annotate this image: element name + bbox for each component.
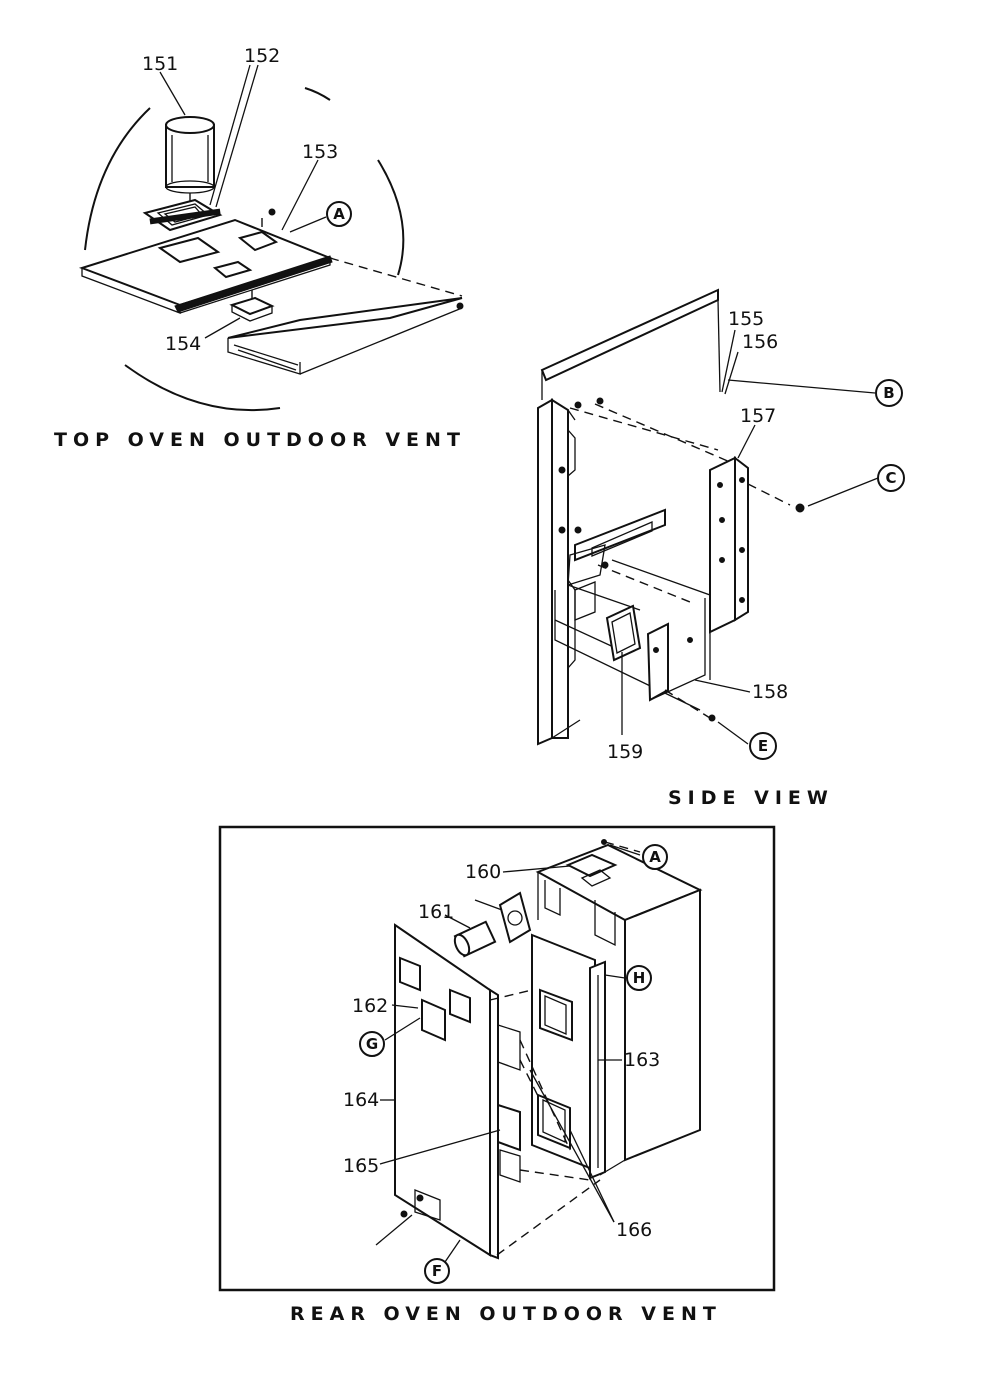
callout-a-top: A bbox=[333, 205, 345, 223]
leader-154 bbox=[204, 317, 241, 339]
top-oven-vent-assembly: 151 152 153 154 A TOP OVEN OUTDOOR VENT bbox=[54, 45, 466, 451]
side-view-assembly: 155 156 157 158 159 B C E SIDE VIEW bbox=[537, 288, 905, 809]
label-164: 164 bbox=[343, 1089, 379, 1111]
leader-156 bbox=[724, 351, 739, 395]
frame-arc-right bbox=[377, 159, 405, 276]
title-rear-oven-outdoor-vent: REAR OVEN OUTDOOR VENT bbox=[290, 1303, 722, 1325]
screw-e bbox=[708, 714, 716, 722]
rear-panel-164 bbox=[394, 923, 499, 1260]
callout-e: E bbox=[758, 737, 768, 755]
vent-bracket bbox=[554, 508, 711, 711]
callout-h: H bbox=[633, 969, 646, 987]
leader-callout-h bbox=[604, 974, 626, 979]
channel-163 bbox=[589, 960, 606, 1180]
leader-152b bbox=[215, 64, 259, 208]
callout-c: C bbox=[885, 469, 896, 487]
leader-158 bbox=[694, 679, 751, 693]
leader-157 bbox=[737, 424, 756, 459]
callout-g-circle bbox=[359, 1031, 385, 1057]
damper-plate-159 bbox=[605, 604, 642, 662]
leader-160 bbox=[502, 865, 571, 873]
leader-161 bbox=[444, 914, 471, 929]
leader-callout-a-top bbox=[289, 216, 327, 233]
lower-vent-plate bbox=[227, 257, 464, 375]
leader-166a bbox=[529, 1069, 615, 1223]
callout-f-circle bbox=[424, 1258, 450, 1284]
label-161: 161 bbox=[418, 901, 454, 923]
leader-151 bbox=[159, 71, 186, 116]
vent-cylinder-151 bbox=[165, 116, 215, 194]
callout-c-circle bbox=[877, 464, 905, 492]
label-160: 160 bbox=[465, 861, 501, 883]
callout-e-circle bbox=[749, 732, 777, 760]
callout-b: B bbox=[883, 384, 894, 402]
leader-arrow-f bbox=[375, 1214, 413, 1246]
leader-155 bbox=[721, 329, 736, 393]
leader-callout-e bbox=[717, 721, 749, 745]
leader-152a bbox=[209, 64, 251, 206]
label-153: 153 bbox=[302, 141, 338, 163]
frame-arc-top bbox=[304, 87, 331, 101]
label-163: 163 bbox=[624, 1049, 660, 1071]
leader-166b bbox=[569, 1129, 615, 1223]
label-166: 166 bbox=[616, 1219, 652, 1241]
callout-b-circle bbox=[875, 379, 903, 407]
side-panel-edge bbox=[717, 299, 721, 393]
label-155: 155 bbox=[728, 308, 764, 330]
damper-160 bbox=[565, 839, 641, 887]
callout-h-circle bbox=[626, 965, 652, 991]
bracket-165 bbox=[497, 1024, 521, 1183]
label-154: 154 bbox=[165, 333, 201, 355]
top-panel-153 bbox=[78, 208, 333, 314]
label-158: 158 bbox=[752, 681, 788, 703]
collar-161 bbox=[453, 920, 497, 958]
leader-callout-b bbox=[727, 379, 876, 394]
vertical-channel bbox=[537, 398, 581, 746]
label-159: 159 bbox=[607, 741, 643, 763]
vent-gasket-152 bbox=[142, 198, 223, 232]
leader-165 bbox=[379, 1129, 501, 1165]
label-151: 151 bbox=[142, 53, 178, 75]
title-top-oven-outdoor-vent: TOP OVEN OUTDOOR VENT bbox=[54, 429, 466, 451]
callout-g: G bbox=[366, 1035, 378, 1053]
bracket-157 bbox=[709, 455, 749, 634]
title-side-view: SIDE VIEW bbox=[668, 787, 834, 809]
frame-arc-bottom bbox=[124, 364, 281, 412]
damper-154 bbox=[229, 290, 275, 322]
label-152: 152 bbox=[244, 45, 280, 67]
callout-a-rear: A bbox=[649, 848, 661, 866]
leader-callout-a-rear bbox=[609, 844, 641, 856]
leader-callout-f bbox=[444, 1239, 461, 1263]
bracket-158 bbox=[646, 598, 706, 702]
rear-inner-panel bbox=[531, 933, 596, 1172]
rear-vent-frame bbox=[218, 825, 776, 1292]
flange-plate bbox=[498, 891, 532, 944]
callout-a-rear-circle bbox=[642, 844, 668, 870]
label-156: 156 bbox=[742, 331, 778, 353]
rear-oven-vent-assembly: 160 161 162 163 164 165 166 A H G F REAR… bbox=[218, 825, 776, 1325]
leader-callout-c bbox=[807, 477, 879, 507]
label-165: 165 bbox=[343, 1155, 379, 1177]
side-panel-155 bbox=[540, 288, 719, 382]
label-157: 157 bbox=[740, 405, 776, 427]
callout-a-top-circle bbox=[326, 201, 352, 227]
label-162: 162 bbox=[352, 995, 388, 1017]
frame-arc-left bbox=[84, 107, 151, 251]
screw-c bbox=[795, 503, 805, 513]
leader-161b bbox=[474, 899, 503, 911]
callout-f: F bbox=[432, 1262, 442, 1280]
leader-162 bbox=[391, 1004, 419, 1009]
leader-153 bbox=[281, 159, 319, 231]
leader-callout-g bbox=[384, 1017, 421, 1041]
